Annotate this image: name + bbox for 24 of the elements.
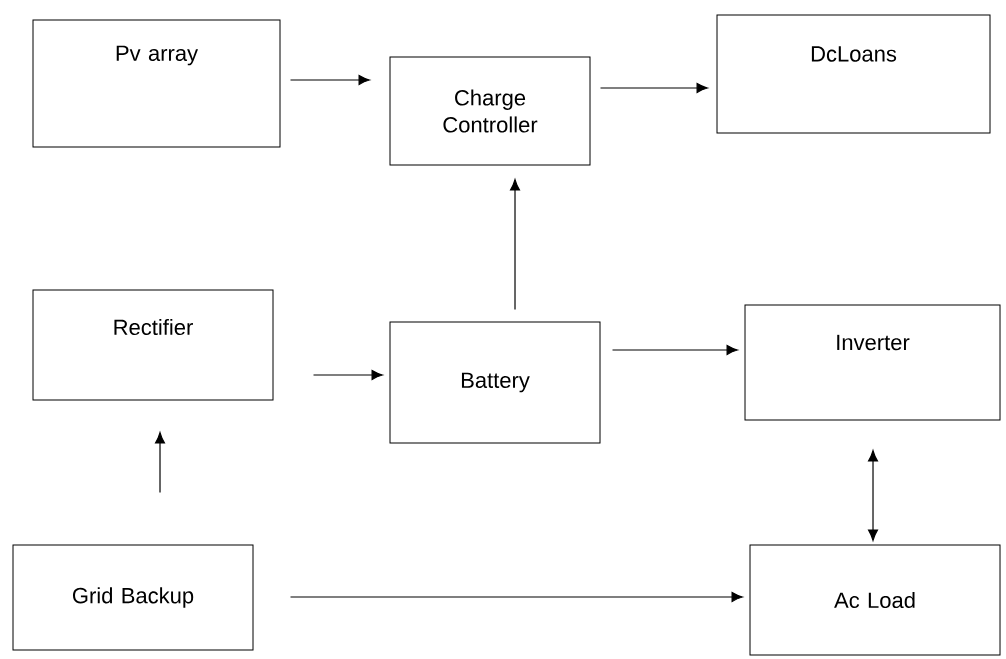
block-box xyxy=(749,544,1001,656)
box-label: Battery xyxy=(461,372,530,393)
block-box xyxy=(389,321,601,444)
box-label: Inverter xyxy=(837,334,910,351)
arrow xyxy=(312,370,383,380)
box-label: Ac Load xyxy=(834,591,915,609)
block-box xyxy=(32,19,281,148)
box-label: Pv array xyxy=(116,45,198,66)
block-box xyxy=(32,289,274,401)
arrow xyxy=(510,179,520,311)
box-label: Grid Backup xyxy=(73,587,194,608)
block-box xyxy=(716,14,991,134)
box-label: Charge Controller xyxy=(443,89,538,133)
block-box xyxy=(12,544,254,651)
block-box xyxy=(744,304,1001,421)
box-label: DcLoans xyxy=(811,46,897,62)
arrow xyxy=(289,75,370,85)
arrow xyxy=(868,450,878,541)
block-box xyxy=(389,56,591,166)
arrow xyxy=(155,432,165,494)
arrow xyxy=(599,83,708,93)
box-label: Rectifier xyxy=(114,318,193,336)
arrow xyxy=(289,592,743,602)
arrow xyxy=(611,345,738,355)
